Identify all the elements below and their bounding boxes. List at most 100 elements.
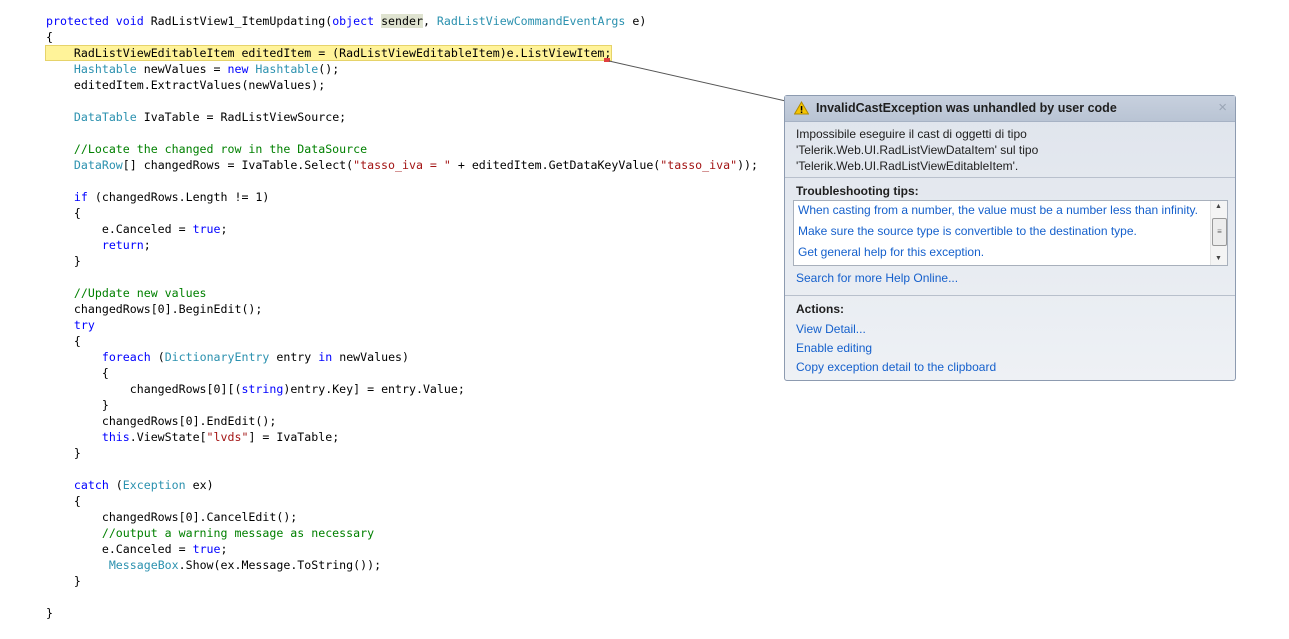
warning-icon — [794, 101, 809, 115]
code-token: { — [46, 30, 53, 44]
code-line: { — [46, 29, 758, 45]
search-help-online-link[interactable]: Search for more Help Online... — [796, 271, 959, 285]
code-token: ex) — [185, 478, 214, 492]
view-detail-link[interactable]: View Detail... — [796, 322, 866, 336]
code-line: changedRows[0].EndEdit(); — [46, 413, 758, 429]
code-line: MessageBox.Show(ex.Message.ToString()); — [46, 557, 758, 573]
dialog-header: InvalidCastException was unhandled by us… — [785, 96, 1235, 122]
code-line: e.Canceled = true; — [46, 221, 758, 237]
message-line: 'Telerik.Web.UI.RadListViewEditableItem'… — [796, 159, 1019, 173]
keyword-token: catch — [73, 478, 109, 492]
divider — [785, 177, 1235, 178]
code-line: try — [46, 317, 758, 333]
code-line: //Locate the changed row in the DataSour… — [46, 141, 758, 157]
code-token: e) — [625, 14, 647, 28]
scroll-up-icon[interactable]: ▲ — [1215, 203, 1222, 210]
code-token: e.Canceled = — [46, 542, 193, 556]
tips-heading: Troubleshooting tips: — [796, 184, 919, 198]
code-line: } — [46, 397, 758, 413]
tips-scrollbar[interactable]: ▲ ≡ ▼ — [1210, 201, 1227, 265]
keyword-token: new — [227, 62, 256, 76]
code-token: e.Canceled = — [46, 222, 193, 236]
code-token: entry — [269, 350, 319, 364]
code-token: { — [46, 366, 109, 380]
code-token: ( — [150, 350, 165, 364]
code-line: changedRows[0].BeginEdit(); — [46, 301, 758, 317]
code-line: } — [46, 445, 758, 461]
code-token: IvaTable = RadListViewSource; — [136, 110, 347, 124]
keyword-token: return — [101, 238, 144, 252]
code-editor[interactable]: protected void RadListView1_ItemUpdating… — [44, 13, 758, 621]
tips-list: When casting from a number, the value mu… — [793, 200, 1228, 266]
error-marker — [604, 58, 610, 62]
highlighted-reference: sender — [381, 14, 423, 28]
string-token: "tasso_iva" — [660, 158, 738, 172]
code-token: { — [46, 334, 81, 348]
code-line: { — [46, 493, 758, 509]
keyword-token: true — [192, 542, 221, 556]
keyword-token: foreach — [101, 350, 151, 364]
string-token: "lvds" — [206, 430, 249, 444]
code-token: .Show(ex.Message.ToString()); — [178, 558, 382, 572]
code-token: changedRows[0].BeginEdit(); — [46, 302, 263, 316]
code-token: RadListView1_ItemUpdating( — [150, 14, 333, 28]
code-token: (changedRows.Length != 1) — [87, 190, 270, 204]
type-token: DataTable — [73, 110, 137, 124]
type-token: Exception — [122, 478, 186, 492]
copy-exception-link[interactable]: Copy exception detail to the clipboard — [796, 360, 997, 374]
code-line: return; — [46, 237, 758, 253]
code-token: changedRows[0].CancelEdit(); — [46, 510, 298, 524]
enable-editing-link[interactable]: Enable editing — [796, 341, 873, 355]
code-line: e.Canceled = true; — [46, 541, 758, 557]
code-token: { — [46, 494, 81, 508]
tip-link[interactable]: Get general help for this exception. — [798, 245, 985, 259]
type-token: Hashtable — [255, 62, 319, 76]
code-token: ] = IvaTable; — [248, 430, 340, 444]
comment-token: //output a warning message as necessary — [46, 526, 375, 540]
code-token: } — [46, 606, 53, 620]
code-line: RadListViewEditableItem editedItem = (Ra… — [44, 45, 758, 61]
tip-link[interactable]: Make sure the source type is convertible… — [798, 224, 1137, 238]
actions-heading: Actions: — [796, 302, 844, 316]
code-token: changedRows[0].EndEdit(); — [46, 414, 277, 428]
close-icon[interactable]: × — [1218, 99, 1227, 116]
type-token: Hashtable — [73, 62, 137, 76]
code-token: } — [46, 398, 109, 412]
code-token: (); — [318, 62, 340, 76]
comment-token: //Update new values — [46, 286, 207, 300]
code-line: this.ViewState["lvds"] = IvaTable; — [46, 429, 758, 445]
code-token: newValues = — [136, 62, 228, 76]
code-line: catch (Exception ex) — [46, 477, 758, 493]
code-line: { — [46, 205, 758, 221]
tip-link[interactable]: When casting from a number, the value mu… — [798, 203, 1198, 217]
code-line: //output a warning message as necessary — [46, 525, 758, 541]
comment-token: //Locate the changed row in the DataSour… — [46, 142, 368, 156]
code-line: DataRow[] changedRows = IvaTable.Select(… — [46, 157, 758, 173]
code-line: protected void RadListView1_ItemUpdating… — [46, 13, 758, 29]
code-token: ; — [220, 222, 228, 236]
scroll-down-icon[interactable]: ▼ — [1215, 255, 1222, 262]
code-token: , — [422, 14, 437, 28]
code-token: changedRows[0][( — [46, 382, 242, 396]
exception-title: InvalidCastException was unhandled by us… — [816, 101, 1117, 115]
type-token: DataRow — [73, 158, 123, 172]
code-token: } — [46, 446, 81, 460]
keyword-token: true — [192, 222, 221, 236]
keyword-token: string — [241, 382, 284, 396]
keyword-token: protected void — [46, 14, 151, 28]
divider — [785, 295, 1235, 296]
message-line: Impossibile eseguire il cast di oggetti … — [796, 127, 1027, 141]
code-token: editedItem.ExtractValues(newValues); — [46, 78, 326, 92]
string-token: "tasso_iva = " — [353, 158, 451, 172]
code-line: //Update new values — [46, 285, 758, 301]
code-token: newValues) — [332, 350, 410, 364]
keyword-token: try — [73, 318, 95, 332]
code-token: + editedItem.GetDataKeyValue( — [450, 158, 661, 172]
code-token: [] changedRows = IvaTable.Select( — [122, 158, 354, 172]
code-line: { — [46, 365, 758, 381]
code-line: foreach (DictionaryEntry entry in newVal… — [46, 349, 758, 365]
scroll-thumb[interactable]: ≡ — [1212, 218, 1227, 246]
code-line: changedRows[0].CancelEdit(); — [46, 509, 758, 525]
code-token: { — [46, 206, 81, 220]
